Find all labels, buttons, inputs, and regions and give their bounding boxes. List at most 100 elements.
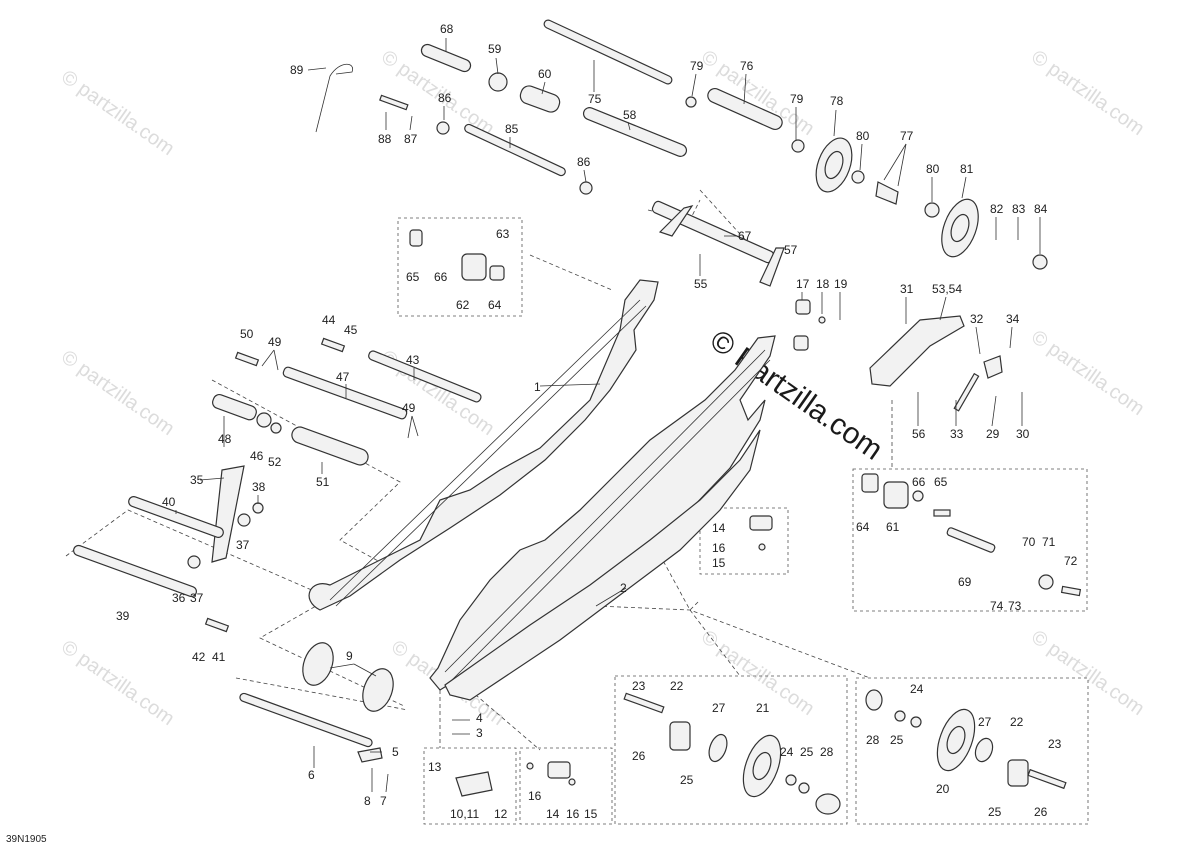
callout-37b: 37 — [190, 591, 204, 605]
callout-25c: 25 — [680, 773, 694, 787]
callout-8: 8 — [364, 794, 371, 808]
dashed-guide — [469, 689, 541, 751]
callout-59: 59 — [488, 42, 502, 56]
callout-22: 22 — [670, 679, 684, 693]
callout-52: 52 — [268, 455, 282, 469]
callout-70: 70 — [1022, 535, 1036, 549]
callout-60: 60 — [538, 67, 552, 81]
callout-28: 28 — [866, 733, 880, 747]
callout-25d: 25 — [988, 805, 1002, 819]
callout-80b: 80 — [926, 162, 940, 176]
callout-73: 73 — [1008, 599, 1022, 613]
callout-55: 55 — [694, 277, 708, 291]
right-rail — [429, 335, 776, 701]
left-rail — [308, 279, 659, 611]
callout-76: 76 — [740, 59, 754, 73]
box-contents — [409, 229, 1082, 815]
callout-51: 51 — [316, 475, 330, 489]
callout-45: 45 — [344, 323, 358, 337]
dashed-guide — [699, 189, 761, 257]
callout-64: 64 — [488, 298, 502, 312]
callout-25: 25 — [890, 733, 904, 747]
callout-79b: 79 — [790, 92, 804, 106]
callout-74: 74 — [990, 599, 1004, 613]
callout-5: 5 — [392, 745, 399, 759]
callout-26b: 26 — [1034, 805, 1048, 819]
callout-12: 12 — [494, 807, 508, 821]
callout-53-54: 53,54 — [932, 282, 962, 296]
callout-78: 78 — [830, 94, 844, 108]
callout-83: 83 — [1012, 202, 1026, 216]
callout-21: 21 — [756, 701, 770, 715]
callout-63: 63 — [496, 227, 510, 241]
dashed-guide — [659, 554, 701, 611]
callout-23: 23 — [632, 679, 646, 693]
callout-69: 69 — [958, 575, 972, 589]
callout-77: 77 — [900, 129, 914, 143]
detail-box-stopper — [699, 507, 789, 575]
callout-20: 20 — [936, 782, 950, 796]
callout-3: 3 — [476, 726, 483, 740]
callout-50: 50 — [240, 327, 254, 341]
callout-42: 42 — [192, 650, 206, 664]
callout-10-11: 10,11 — [450, 807, 479, 821]
callout-38: 38 — [252, 480, 266, 494]
callout-16c: 16 — [566, 807, 580, 821]
callouts: 68 59 89 60 75 79 76 79 78 86 58 85 88 8… — [116, 22, 1078, 821]
callout-2: 2 — [620, 581, 627, 595]
callout-7: 7 — [380, 794, 387, 808]
callout-64b: 64 — [856, 520, 870, 534]
callout-30: 30 — [1016, 427, 1030, 441]
callout-66: 66 — [434, 270, 448, 284]
callout-84: 84 — [1034, 202, 1048, 216]
callout-29: 29 — [986, 427, 1000, 441]
callout-58: 58 — [623, 108, 637, 122]
callout-88: 88 — [378, 132, 392, 146]
callout-14b: 14 — [546, 807, 560, 821]
callout-71: 71 — [1042, 535, 1056, 549]
callout-86: 86 — [438, 91, 452, 105]
callout-37: 37 — [236, 538, 250, 552]
detail-box-suspension-pivot — [397, 217, 523, 317]
callout-27: 27 — [712, 701, 726, 715]
detail-box-rear-idler-right — [855, 677, 1089, 825]
callout-89: 89 — [290, 63, 304, 77]
callout-35: 35 — [190, 473, 204, 487]
callout-27b: 27 — [978, 715, 992, 729]
callout-28b: 28 — [820, 745, 834, 759]
callout-15: 15 — [712, 556, 726, 570]
callout-26: 26 — [632, 749, 646, 763]
callout-1: 1 — [534, 380, 541, 394]
callout-48: 48 — [218, 432, 232, 446]
callout-72: 72 — [1064, 554, 1078, 568]
callout-9: 9 — [346, 649, 353, 663]
watermark: © partzilla.com — [57, 346, 178, 440]
callout-41: 41 — [212, 650, 226, 664]
detail-box-rear-idler-left — [614, 675, 848, 825]
dashed-guide — [235, 677, 409, 711]
callout-16b: 16 — [528, 789, 542, 803]
callout-39: 39 — [116, 609, 130, 623]
callout-56: 56 — [912, 427, 926, 441]
callout-33: 33 — [950, 427, 964, 441]
detail-box-idler-adjuster — [852, 468, 1088, 612]
callout-80: 80 — [856, 129, 870, 143]
callout-85: 85 — [505, 122, 519, 136]
callout-87: 87 — [404, 132, 418, 146]
detail-boxes — [65, 189, 1089, 825]
callout-57: 57 — [784, 243, 798, 257]
callout-86b: 86 — [577, 155, 591, 169]
callout-40: 40 — [162, 495, 176, 509]
callout-34: 34 — [1006, 312, 1020, 326]
callout-14: 14 — [712, 521, 726, 535]
callout-82: 82 — [990, 202, 1004, 216]
callout-24: 24 — [910, 682, 924, 696]
left-side-parts — [73, 337, 482, 763]
callout-67: 67 — [738, 229, 752, 243]
watermark: © partzilla.com — [57, 66, 178, 160]
callout-46: 46 — [250, 449, 264, 463]
callout-36: 36 — [172, 591, 186, 605]
top-assembly — [315, 19, 1048, 287]
callout-65b: 65 — [934, 475, 948, 489]
